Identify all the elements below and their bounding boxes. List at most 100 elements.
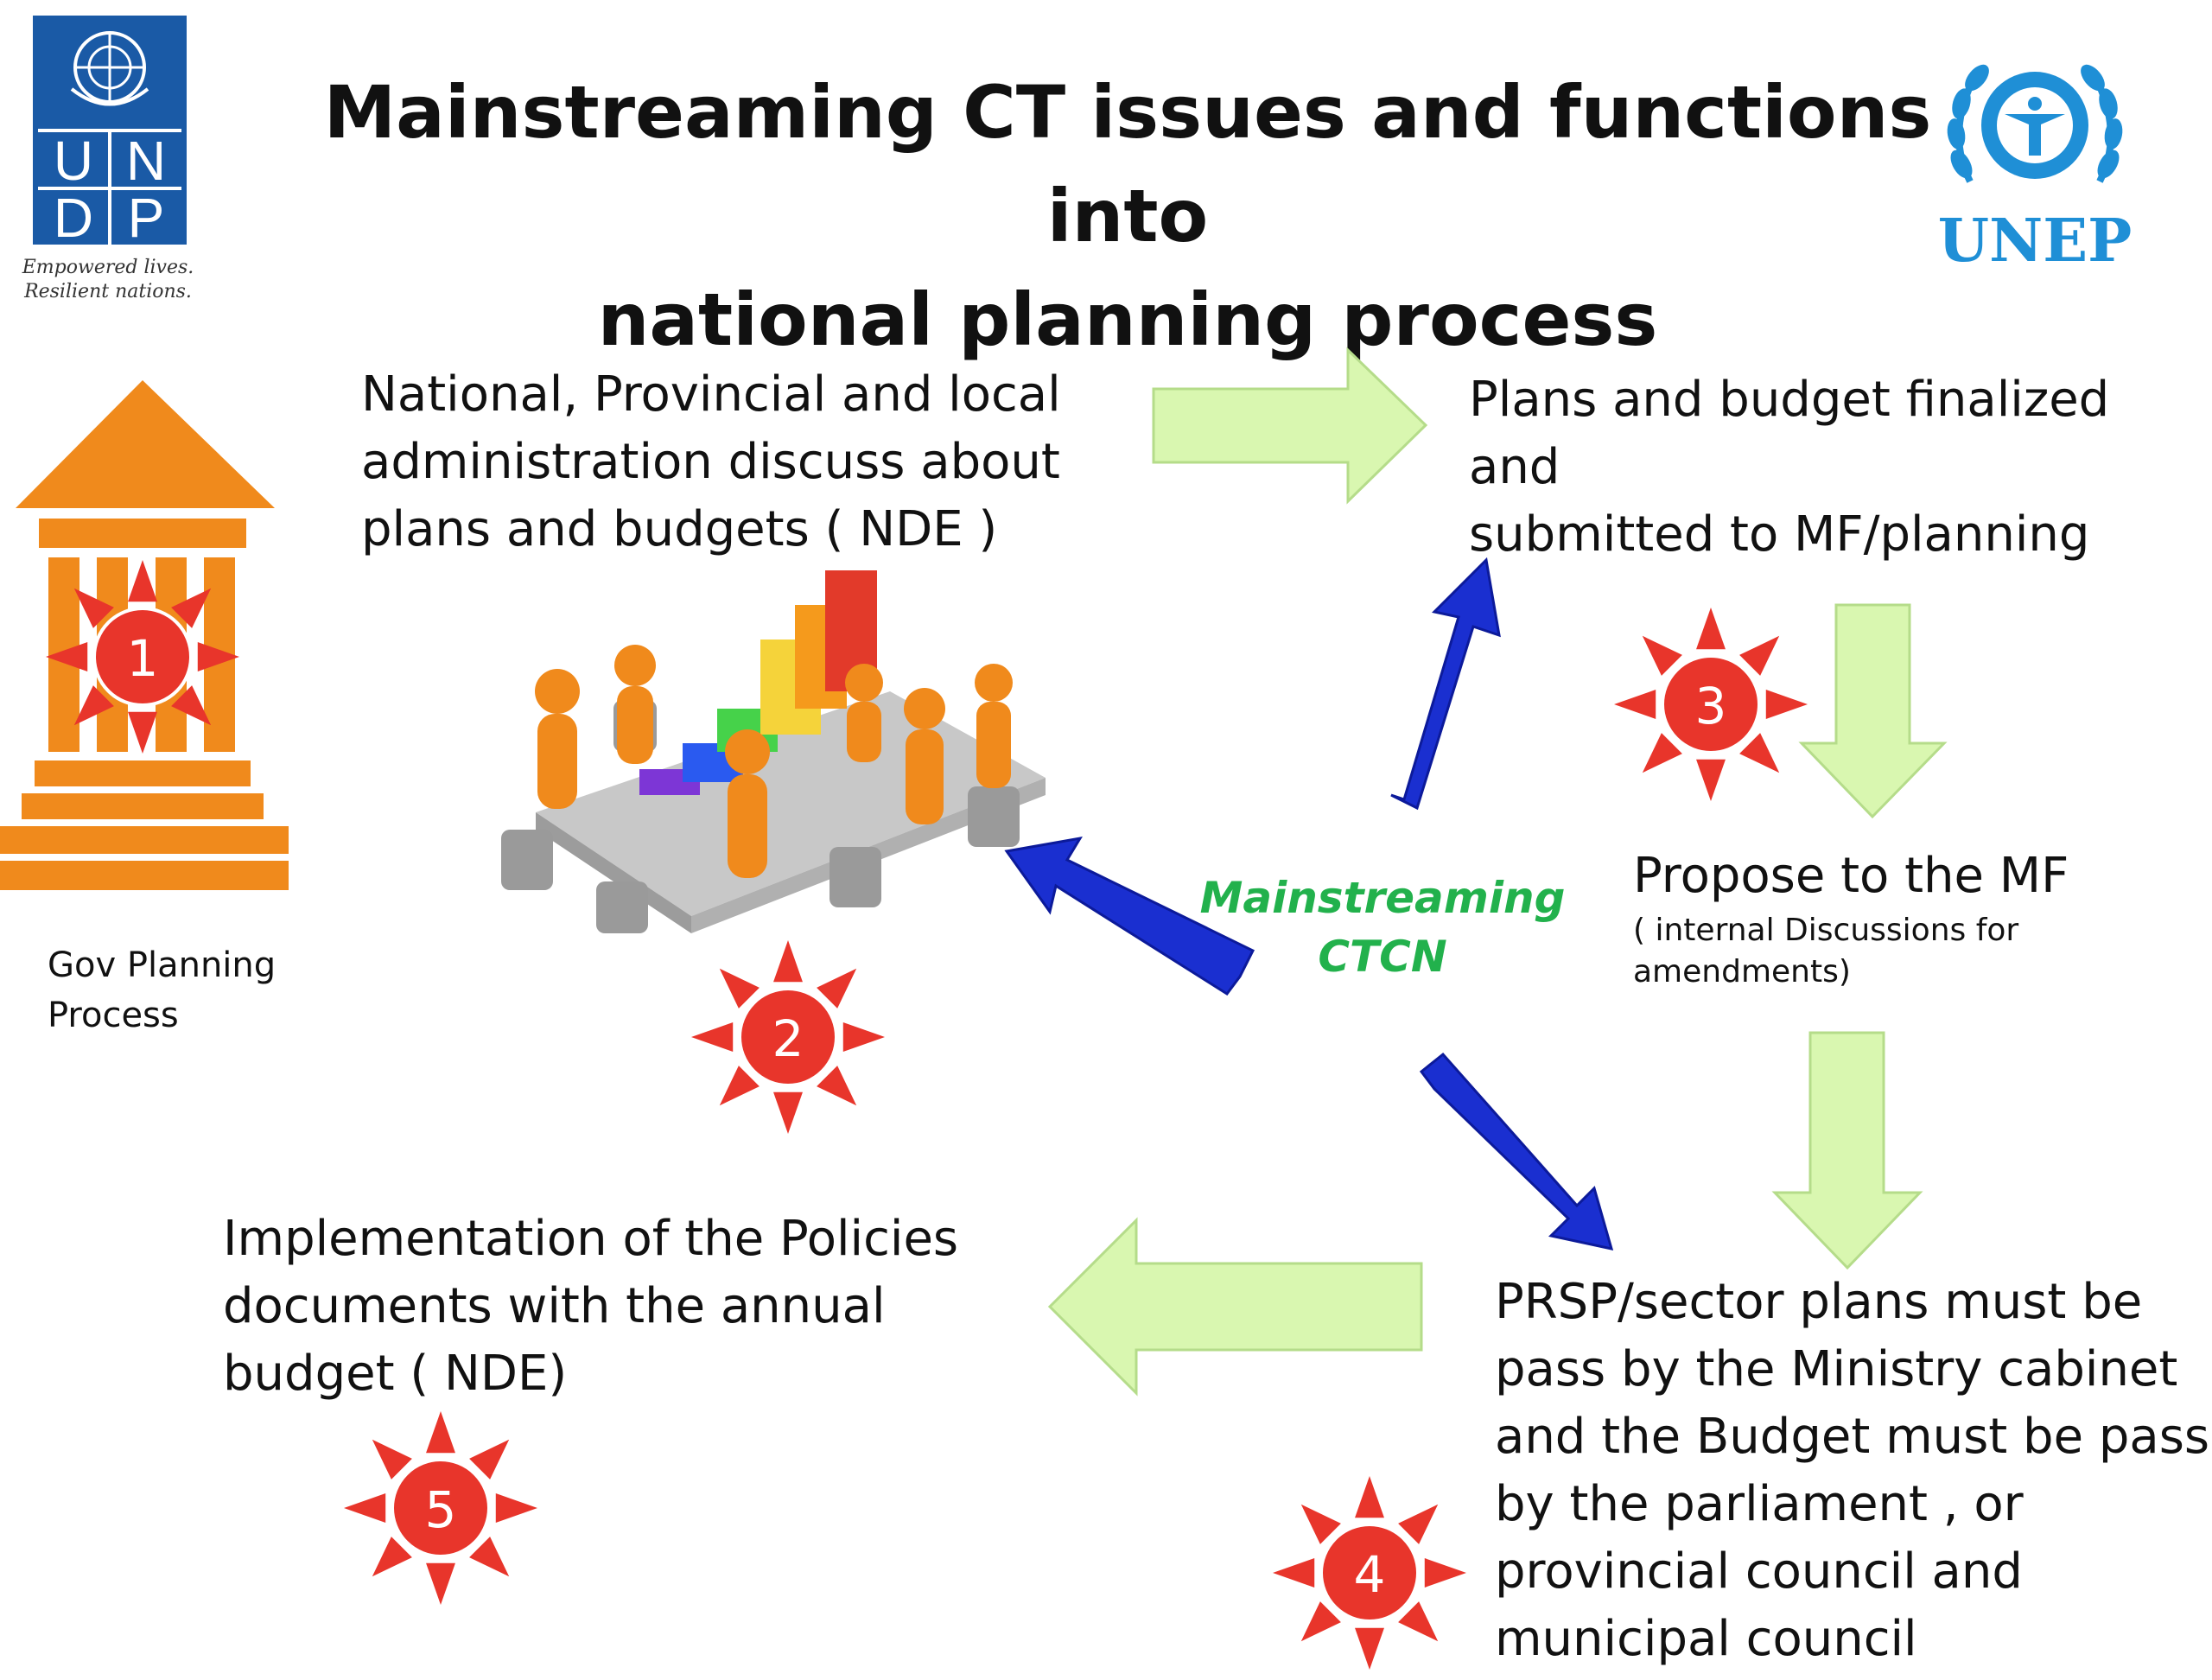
step-5-text: Implementation of the Policies documents… <box>223 1206 958 1408</box>
propose-note: ( internal Discussions for amendments) <box>1633 913 2019 990</box>
flow-arrow-right <box>1152 347 1430 505</box>
step-2-line-3: plans and budgets ( NDE ) <box>361 501 998 557</box>
sun-ray <box>197 642 239 671</box>
sun-ray <box>344 1493 386 1523</box>
step-4-line-1: PRSP/sector plans must be <box>1495 1274 2143 1330</box>
step-3-text: Plans and budget finalized and submitted… <box>1469 366 2212 569</box>
sun-ray <box>171 588 212 628</box>
undp-letter-p: P <box>128 187 165 249</box>
sun-ray <box>1424 1558 1466 1588</box>
unep-logo: UNEP <box>1936 35 2134 277</box>
sun-ray <box>817 1066 857 1106</box>
undp-letter-d: D <box>54 187 93 249</box>
sun-ray <box>1398 1504 1439 1544</box>
step-1-label-line-1: Gov Planning <box>48 945 276 985</box>
undp-letter-n: N <box>126 130 166 192</box>
sun-ray <box>73 588 114 628</box>
undp-letter-u: U <box>54 130 93 192</box>
undp-logo: U N D P <box>33 16 187 249</box>
flow-arrow-left <box>1047 1217 1423 1397</box>
sun-ray <box>1642 733 1682 773</box>
sun-ray <box>73 685 114 726</box>
step-2-line-1: National, Provincial and local <box>361 366 1061 423</box>
step-5-line-1: Implementation of the Policies <box>223 1211 959 1267</box>
title-line-2: national planning process <box>597 277 1658 362</box>
sun-ray <box>691 1022 734 1052</box>
center-label-line-1: Mainstreaming <box>1199 873 1566 923</box>
step-2-line-2: administration discuss about <box>361 434 1060 490</box>
page-title: Mainstreaming CT issues and functions in… <box>285 60 1970 372</box>
sun-ray <box>1300 1601 1341 1642</box>
sun-ray <box>1642 635 1682 676</box>
undp-tagline-1: Empowered lives. <box>22 257 194 278</box>
sun-ray <box>1355 1476 1384 1518</box>
blue-arrow-down <box>1419 1052 1614 1250</box>
undp-tagline: Empowered lives. Resilient nations. <box>0 256 216 304</box>
center-label: Mainstreaming CTCN <box>1184 869 1581 986</box>
step-5-line-2: documents with the annual <box>223 1278 886 1334</box>
title-line-1: Mainstreaming CT issues and functions in… <box>323 70 1932 258</box>
step-4-line-6: municipal council <box>1495 1611 1917 1667</box>
sun-ray <box>1355 1627 1384 1670</box>
propose-title: Propose to the MF <box>1633 848 2069 904</box>
sun-ray <box>426 1562 455 1605</box>
step-5-number: 5 <box>425 1480 457 1539</box>
sun-ray <box>495 1493 537 1523</box>
government-building-icon <box>0 380 294 899</box>
step-2-badge: 2 <box>684 933 892 1141</box>
sun-ray <box>1739 733 1780 773</box>
sun-ray <box>773 1091 803 1134</box>
step-5-line-3: budget ( NDE) <box>223 1346 568 1402</box>
step-1-number: 1 <box>127 629 159 688</box>
center-label-line-2: CTCN <box>1318 932 1447 982</box>
sun-ray <box>1273 1558 1315 1588</box>
step-1-badge: 1 <box>39 553 246 760</box>
unep-emblem: UNEP <box>1938 64 2132 276</box>
sun-ray <box>372 1439 412 1480</box>
step-4-badge: 4 <box>1266 1469 1473 1677</box>
flow-arrow-down-1 <box>1797 603 1948 819</box>
step-5-badge: 5 <box>337 1404 544 1612</box>
step-1-label: Gov Planning Process <box>48 940 276 1040</box>
unep-text: UNEP <box>1938 207 2132 276</box>
meeting-illustration <box>484 553 1071 951</box>
sun-ray <box>469 1537 510 1577</box>
step-4-line-3: and the Budget must be pass <box>1495 1409 2210 1465</box>
sun-ray <box>128 560 157 602</box>
sun-ray <box>171 685 212 726</box>
step-1-label-line-2: Process <box>48 996 179 1035</box>
sun-ray <box>842 1022 885 1052</box>
step-3-line-2: submitted to MF/planning <box>1469 506 2090 563</box>
flow-arrow-down-2 <box>1771 1031 1923 1270</box>
step-3-badge: 3 <box>1607 601 1815 808</box>
undp-tagline-2: Resilient nations. <box>24 281 192 302</box>
step-3-line-1: Plans and budget finalized and <box>1469 372 2110 495</box>
sun-ray <box>1398 1601 1439 1642</box>
step-2-number: 2 <box>772 1009 804 1068</box>
sun-ray <box>1696 759 1726 801</box>
sun-ray <box>426 1411 455 1454</box>
sun-ray <box>372 1537 412 1577</box>
sun-ray <box>1614 690 1656 719</box>
sun-ray <box>773 940 803 983</box>
blue-arrow-up <box>1390 557 1501 811</box>
step-4-text: PRSP/sector plans must be pass by the Mi… <box>1495 1269 2209 1673</box>
sun-ray <box>1300 1504 1341 1544</box>
sun-ray <box>128 711 157 754</box>
step-4-line-2: pass by the Ministry cabinet <box>1495 1341 2178 1397</box>
sun-ray <box>1765 690 1808 719</box>
sun-ray <box>46 642 88 671</box>
sun-ray <box>719 1066 760 1106</box>
step-4-line-4: by the parliament , or <box>1495 1476 2024 1532</box>
sun-ray <box>719 968 760 1009</box>
step-4-number: 4 <box>1354 1545 1386 1604</box>
undp-logo-graphic: U N D P <box>33 16 187 249</box>
propose-block: Propose to the MF ( internal Discussions… <box>1633 843 2212 993</box>
step-4-line-5: provincial council and <box>1495 1543 2023 1600</box>
sun-ray <box>817 968 857 1009</box>
step-2-text: National, Provincial and local administr… <box>361 361 1061 563</box>
step-3-number: 3 <box>1695 677 1727 735</box>
sun-ray <box>1696 608 1726 650</box>
sun-ray <box>469 1439 510 1480</box>
sun-ray <box>1739 635 1780 676</box>
